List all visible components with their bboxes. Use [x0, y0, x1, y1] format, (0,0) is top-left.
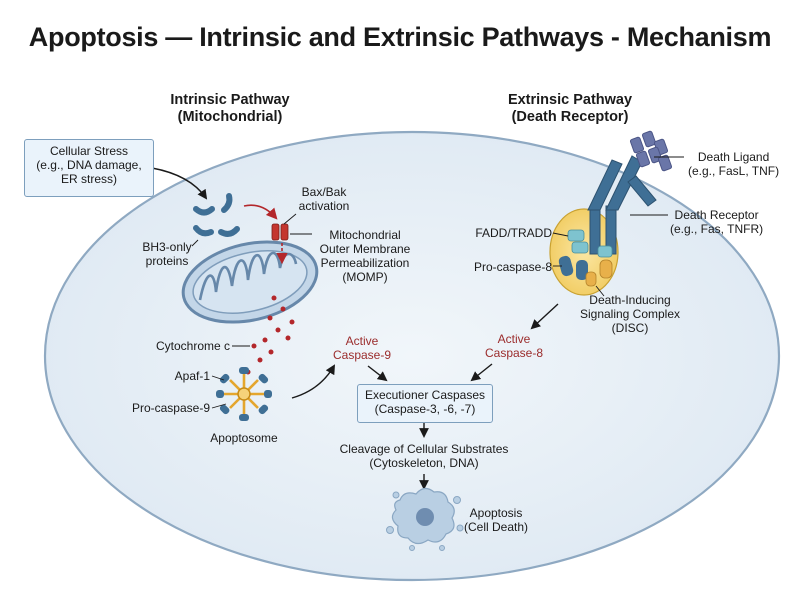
- bax-line1: Bax/Bak: [301, 185, 347, 199]
- arrow-casp9-to-executioner: [367, 365, 388, 382]
- pro-caspase-8-label: Pro-caspase-8: [473, 260, 552, 274]
- arrow-stress-to-bh3: [151, 167, 208, 200]
- casp9-line1: Active: [345, 334, 379, 348]
- ligand-line1: Death Ligand: [697, 150, 770, 164]
- stress-line1: Cellular Stress: [49, 144, 129, 158]
- fadd-adaptor-icon: [567, 229, 613, 258]
- executioner-line2: (Caspase-3, -6, -7): [374, 402, 476, 416]
- apaf-1-label: Apaf-1: [174, 369, 210, 383]
- momp-line4: (MOMP): [342, 270, 388, 284]
- pro-caspase-8-icon: [558, 255, 613, 287]
- intrinsic-heading-line1: Intrinsic Pathway: [170, 92, 290, 108]
- arrow-disc-to-casp8: [530, 303, 559, 330]
- cleavage-line1: Cleavage of Cellular Substrates: [339, 442, 509, 456]
- stress-line2: (e.g., DNA damage,: [36, 158, 142, 172]
- cleavage-label: Cleavage of Cellular Substrates (Cytoske…: [329, 442, 519, 470]
- disc-line1: Death-Inducing: [589, 293, 671, 307]
- intrinsic-heading-line2: (Mitochondrial): [177, 109, 283, 125]
- momp-label: Mitochondrial Outer Membrane Permeabiliz…: [308, 228, 422, 284]
- momp-line3: Permeabilization: [320, 256, 410, 270]
- extrinsic-heading-line2: (Death Receptor): [511, 109, 629, 125]
- momp-line2: Outer Membrane: [319, 242, 411, 256]
- bax-bak-pore-icon: [271, 223, 289, 241]
- fadd-tradd-label: FADD/TRADD: [475, 226, 552, 240]
- cleavage-line2: (Cytoskeleton, DNA): [369, 456, 479, 470]
- extrinsic-heading: Extrinsic Pathway (Death Receptor): [480, 92, 660, 126]
- bh3-line1: BH3-only: [142, 240, 192, 254]
- extrinsic-heading-line1: Extrinsic Pathway: [507, 92, 633, 108]
- ligand-line2: (e.g., FasL, TNF): [688, 164, 780, 178]
- intrinsic-heading: Intrinsic Pathway (Mitochondrial): [140, 92, 320, 126]
- apoptosis-line2: (Cell Death): [463, 520, 529, 534]
- receptor-line1: Death Receptor: [674, 208, 759, 222]
- casp8-line1: Active: [497, 332, 531, 346]
- casp8-line2: Caspase-8: [484, 346, 544, 360]
- bax-line2: activation: [298, 199, 350, 213]
- death-receptor-icon: [587, 155, 657, 255]
- stress-line3: ER stress): [60, 172, 117, 186]
- arrow-apoptosome-to-casp9: [291, 364, 335, 399]
- diagram-title: Apoptosis — Intrinsic and Extrinsic Path…: [28, 22, 772, 52]
- casp9-line2: Caspase-9: [332, 348, 392, 362]
- cytochrome-c-dots: [245, 295, 295, 375]
- executioner-caspases-box: Executioner Caspases (Caspase-3, -6, -7): [357, 384, 493, 423]
- disc-line3: (DISC): [611, 321, 649, 335]
- executioner-line1: Executioner Caspases: [364, 388, 486, 402]
- receptor-line2: (e.g., Fas, TNFR): [670, 222, 764, 236]
- pro-caspase-9-label: Pro-caspase-9: [131, 401, 210, 415]
- apoptotic-cell-icon: [386, 487, 464, 551]
- cellular-stress-box: Cellular Stress (e.g., DNA damage, ER st…: [24, 139, 154, 197]
- active-caspase-8-label: Active Caspase-8: [474, 332, 554, 360]
- apoptosis-label: Apoptosis (Cell Death): [456, 506, 536, 534]
- bh3-only-proteins-icon: [193, 193, 240, 237]
- disc-label: Death-Inducing Signaling Complex (DISC): [570, 293, 690, 335]
- arrow-casp8-to-executioner: [470, 363, 493, 382]
- bh3-line2: proteins: [145, 254, 189, 268]
- death-ligand-icon: [629, 130, 673, 172]
- active-caspase-9-label: Active Caspase-9: [322, 334, 402, 362]
- bh3-label: BH3-only proteins: [136, 240, 198, 268]
- death-receptor-label: Death Receptor (e.g., Fas, TNFR): [670, 208, 763, 236]
- disc-line2: Signaling Complex: [579, 307, 681, 321]
- apoptosis-line1: Apoptosis: [469, 506, 523, 520]
- apoptosome-label: Apoptosome: [210, 431, 278, 445]
- cytochrome-c-label: Cytochrome c: [155, 339, 230, 353]
- arrow-bh3-to-bax: [243, 204, 278, 220]
- bax-bak-label: Bax/Bak activation: [284, 185, 364, 213]
- apoptosome-icon: [216, 367, 272, 421]
- death-ligand-label: Death Ligand (e.g., FasL, TNF): [688, 150, 779, 178]
- momp-line1: Mitochondrial: [329, 228, 401, 242]
